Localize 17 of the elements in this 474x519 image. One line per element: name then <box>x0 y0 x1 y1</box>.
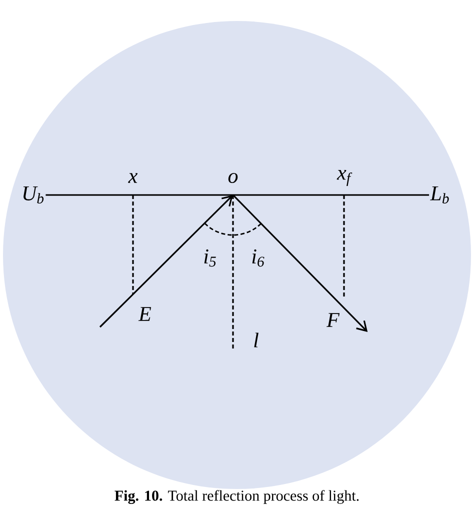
angle-label: i$_{6}$ <box>252 249 264 267</box>
caption: Fig. 10. Total reflection process of light. <box>114 490 359 504</box>
light-ray <box>232 194 368 332</box>
point-label: x$_{f}$ <box>336 170 352 186</box>
perpendicular-line <box>343 195 345 299</box>
boundary-label: U$_{b}$ <box>23 186 44 204</box>
line-label: l <box>254 332 258 348</box>
point-label: x <box>128 173 138 183</box>
light-ray <box>99 195 233 328</box>
normal-line <box>232 195 234 348</box>
perpendicular-line <box>132 195 134 294</box>
angle-label: i$_{5}$ <box>204 249 216 267</box>
point-label: o <box>228 172 238 184</box>
boundary-line <box>46 194 430 196</box>
boundary-label: L$_{b}$ <box>430 186 449 204</box>
point-label: F <box>326 313 340 327</box>
point-label: E <box>138 307 152 321</box>
